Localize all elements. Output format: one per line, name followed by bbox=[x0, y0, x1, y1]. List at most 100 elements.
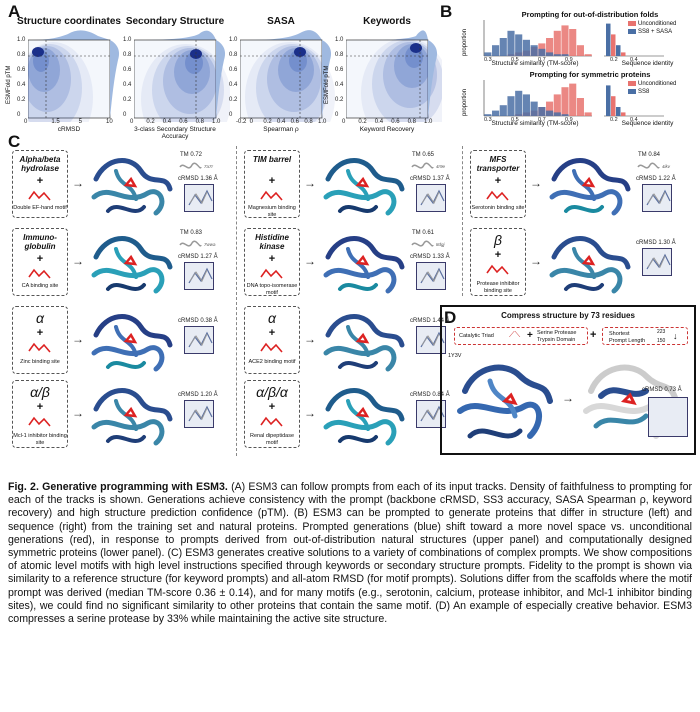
plot-frame-3 bbox=[346, 39, 429, 119]
motif-overlay-icon bbox=[646, 253, 671, 270]
prompt-card: α/β+Mcl-1 inhibitor binding site bbox=[12, 380, 68, 448]
generated-structure bbox=[549, 236, 631, 294]
x-tick: 0.4 bbox=[277, 119, 286, 125]
motif-overlay-inset bbox=[642, 248, 672, 276]
prompt-card-title: β bbox=[494, 232, 502, 248]
motif-overlay-inset bbox=[642, 184, 672, 212]
y-tick: 0.4 bbox=[17, 82, 26, 88]
y-tick: 0.6 bbox=[335, 67, 344, 73]
prompt-card-title: Immuno-globulin bbox=[23, 233, 57, 251]
generated-structure bbox=[91, 314, 173, 372]
panel-a-xlabel-2: Spearman ρ bbox=[263, 126, 299, 133]
d-crmsd: cRMSD 0.73 Å bbox=[642, 387, 682, 393]
marginal-x-0 bbox=[28, 30, 110, 40]
b-top-xlabel-right: Sequence identity bbox=[621, 60, 674, 67]
original-protease-structure bbox=[457, 364, 553, 439]
prompt-card-title: α/β/α bbox=[256, 384, 288, 400]
crmsd-value: cRMSD 1.22 Å bbox=[636, 176, 676, 182]
seqid-bar bbox=[611, 96, 616, 116]
generated-structure bbox=[91, 388, 173, 446]
motif-overlay-inset bbox=[184, 400, 214, 428]
plus-icon: + bbox=[36, 401, 44, 413]
x-tick: 0 bbox=[130, 119, 134, 125]
len-to: 150 bbox=[657, 338, 666, 344]
y-tick: 0.8 bbox=[229, 52, 238, 58]
motif-overlay-icon bbox=[420, 189, 445, 206]
crmsd-value: cRMSD 1.44 Å bbox=[410, 318, 450, 324]
legend-bottom: Unconditioned SS8 bbox=[628, 80, 676, 96]
prompt-card-subtitle: Renal dipeptidase motif bbox=[249, 433, 295, 446]
density-peak bbox=[32, 47, 44, 57]
prompt-card: MFS transporter+Serotonin binding site bbox=[470, 150, 526, 218]
y-tick: 0 bbox=[335, 112, 339, 118]
plus-icon-2: + bbox=[590, 329, 597, 341]
pdb-id: 7a7r bbox=[204, 164, 214, 169]
panel-a-xlabel-3: Keyword Recovery bbox=[359, 126, 415, 133]
motif-overlay-icon bbox=[646, 189, 671, 206]
marginal-x-1 bbox=[134, 30, 216, 40]
down-arrow-icon: ↓ bbox=[673, 331, 678, 341]
y-tick-top: 1.0 bbox=[123, 37, 132, 43]
panel-label-c: C bbox=[8, 132, 21, 151]
y-tick: 0.6 bbox=[17, 67, 26, 73]
density-contour bbox=[245, 42, 335, 122]
density-contour bbox=[152, 46, 224, 122]
hist-bar-unconditioned bbox=[553, 30, 561, 56]
x-tick: 1.0 bbox=[424, 119, 433, 125]
hist-bar-prompted bbox=[530, 101, 538, 116]
hist-bar-unconditioned bbox=[584, 112, 592, 116]
plot-frame-2 bbox=[240, 39, 323, 119]
prompt-card-subtitle: ACE2 binding motif bbox=[248, 359, 296, 365]
y-tick: 0.4 bbox=[335, 82, 344, 88]
prompt-card-subtitle: DNA topo-isomerase motif bbox=[246, 283, 298, 296]
pdb-id: 4ikv bbox=[662, 164, 671, 169]
hist-bar-prompted bbox=[522, 39, 530, 56]
motif-icon bbox=[28, 190, 51, 201]
motif-icon: ⟋⟍ bbox=[509, 330, 521, 339]
motif-overlay-inset bbox=[416, 184, 446, 212]
caption-body: (A) ESM3 can follow prompts from each of… bbox=[8, 481, 692, 626]
motif-icon bbox=[28, 342, 51, 353]
panel-a-title-2: SASA bbox=[267, 16, 295, 27]
panel-d-title: Compress structure by 73 residues bbox=[501, 311, 635, 320]
reference-structure-icon bbox=[411, 240, 434, 247]
seqid-bar bbox=[611, 34, 616, 56]
b-x-tick: 0.2 bbox=[610, 117, 618, 123]
density-contour bbox=[267, 46, 321, 112]
prompt-card-subtitle: CA binding site bbox=[21, 283, 59, 289]
arrow-icon: → bbox=[530, 176, 542, 190]
plus-icon: + bbox=[494, 249, 502, 261]
hist-bar-prompted bbox=[553, 54, 561, 56]
density-contour bbox=[383, 42, 437, 108]
prompt-card-title: α bbox=[36, 310, 44, 326]
marginal-y-2 bbox=[322, 40, 332, 118]
hist-bar-unconditioned bbox=[561, 25, 569, 56]
legend-top-prompted: SS8 + SASA bbox=[638, 29, 673, 35]
tm-score: TM 0.65 bbox=[412, 152, 435, 158]
x-tick: 10 bbox=[106, 119, 113, 125]
y-tick: 0.4 bbox=[123, 82, 132, 88]
marginal-x-2 bbox=[240, 30, 322, 40]
panel-a-title-0: Structure coordinates bbox=[17, 16, 121, 27]
y-tick: 0.6 bbox=[123, 67, 132, 73]
arrow-icon: → bbox=[530, 254, 542, 268]
hist-bar-unconditioned bbox=[576, 98, 584, 116]
pdb-id: 7wwa bbox=[204, 242, 216, 247]
y-tick: 0 bbox=[229, 112, 233, 118]
b-x-tick: 0.3 bbox=[484, 117, 492, 123]
motif-overlay-icon bbox=[188, 267, 213, 284]
density-contour bbox=[174, 50, 210, 94]
motif-overlay-inset bbox=[184, 184, 214, 212]
panel-a-title-1: Secondary Structure bbox=[125, 16, 225, 27]
b-bottom-xlabel-left: Structure similarity (TM-score) bbox=[491, 120, 579, 127]
b-x-tick: 0.2 bbox=[610, 57, 618, 63]
tm-score: TM 0.84 bbox=[638, 152, 661, 158]
x-tick: 0 bbox=[342, 119, 346, 125]
generated-structure bbox=[323, 236, 405, 294]
plus-icon: + bbox=[268, 327, 276, 339]
panel-a-xlabel-0: cRMSD bbox=[57, 126, 81, 133]
arrow-icon: → bbox=[304, 406, 316, 420]
x-tick: 1.0 bbox=[318, 119, 327, 125]
hist-bar-prompted bbox=[561, 114, 569, 116]
seqid-bar bbox=[616, 107, 621, 116]
